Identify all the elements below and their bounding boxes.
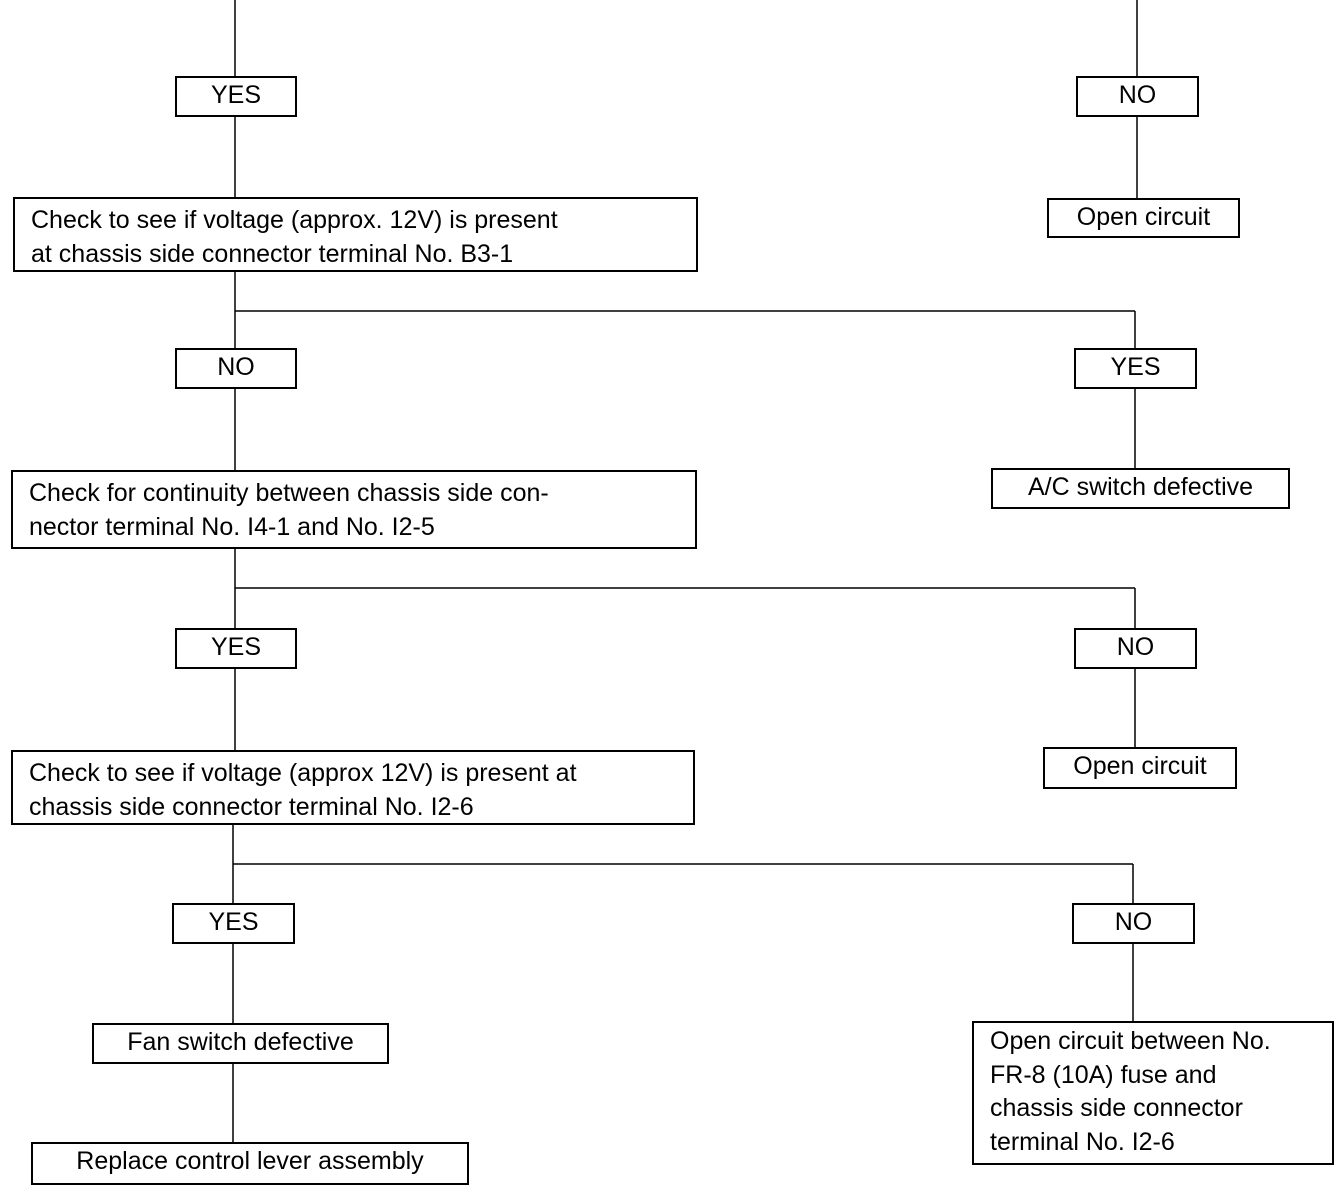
fan-switch-defective-result: Fan switch defective [92, 1023, 389, 1064]
open-circuit-result-1: Open circuit [1047, 198, 1240, 238]
open-circuit-fr8-fuse-result: Open circuit between No. FR-8 (10A) fuse… [972, 1021, 1334, 1165]
open-circuit-result-2: Open circuit [1043, 747, 1237, 789]
ac-switch-defective-result: A/C switch defective [991, 468, 1290, 509]
no-label-step2: NO [1074, 628, 1197, 669]
voltage-check-b3-1: Check to see if voltage (approx. 12V) is… [13, 197, 698, 272]
yes-label-step2: YES [175, 628, 297, 669]
no-label-step3: NO [1072, 903, 1195, 944]
continuity-check-i4-1-i2-5: Check for continuity between chassis sid… [11, 470, 697, 549]
no-label-step0: NO [1076, 76, 1199, 117]
voltage-check-i2-6: Check to see if voltage (approx 12V) is … [11, 750, 695, 825]
yes-label-step0: YES [175, 76, 297, 117]
yes-label-step1: YES [1074, 348, 1197, 389]
yes-label-step3: YES [172, 903, 295, 944]
no-label-step1: NO [175, 348, 297, 389]
replace-control-lever-action: Replace control lever assembly [31, 1142, 469, 1185]
